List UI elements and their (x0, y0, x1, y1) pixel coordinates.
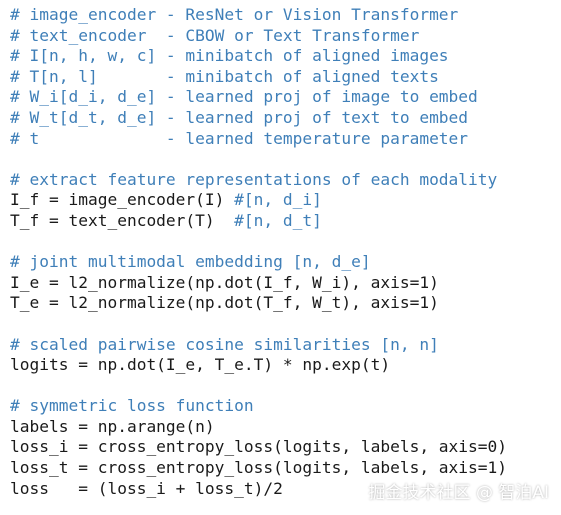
code-line: logits = np.dot(I_e, T_e.T) * np.exp(t) (10, 355, 555, 376)
code-statement: T_f = text_encoder(T) (10, 210, 235, 230)
code-statement: loss_t = cross_entropy_loss(logits, labe… (10, 458, 508, 478)
code-comment: # W_t[d_t, d_e] - learned proj of text t… (10, 107, 469, 127)
code-comment: # I[n, h, w, c] - minibatch of aligned i… (10, 46, 449, 66)
code-statement: I_f = image_encoder(I) (10, 190, 235, 210)
code-line: # I[n, h, w, c] - minibatch of aligned i… (10, 46, 555, 67)
code-statement: loss = (loss_i + loss_t)/2 (10, 478, 283, 498)
code-comment: # t - learned temperature parameter (10, 128, 469, 148)
code-line: I_f = image_encoder(I) #[n, d_i] (10, 190, 555, 211)
code-statement: loss_i = cross_entropy_loss(logits, labe… (10, 437, 508, 457)
code-line (10, 149, 555, 170)
code-line: loss = (loss_i + loss_t)/2 (10, 479, 555, 500)
code-line: # extract feature representations of eac… (10, 170, 555, 191)
code-line: I_e = l2_normalize(np.dot(I_f, W_i), axi… (10, 273, 555, 294)
code-line: # t - learned temperature parameter (10, 129, 555, 150)
code-line: # T[n, l] - minibatch of aligned texts (10, 67, 555, 88)
code-line: T_e = l2_normalize(np.dot(T_f, W_t), axi… (10, 293, 555, 314)
code-comment: # extract feature representations of eac… (10, 169, 498, 189)
code-line (10, 232, 555, 253)
code-statement: logits = np.dot(I_e, T_e.T) * np.exp(t) (10, 355, 391, 375)
code-comment: # W_i[d_i, d_e] - learned proj of image … (10, 87, 478, 107)
watermark: 掘金技术社区 @ 智泊AI (368, 483, 549, 503)
code-line: # W_i[d_i, d_e] - learned proj of image … (10, 87, 555, 108)
code-comment: #[n, d_t] (234, 210, 322, 230)
code-line (10, 376, 555, 397)
code-line (10, 314, 555, 335)
code-comment: # image_encoder - ResNet or Vision Trans… (10, 5, 459, 24)
code-statement: I_e = l2_normalize(np.dot(I_f, W_i), axi… (10, 272, 439, 292)
code-line: # joint multimodal embedding [n, d_e] (10, 252, 555, 273)
code-comment: # T[n, l] - minibatch of aligned texts (10, 66, 439, 86)
code-comment: # joint multimodal embedding [n, d_e] (10, 252, 371, 272)
code-comment: # scaled pairwise cosine similarities [n… (10, 334, 439, 354)
code-statement: labels = np.arange(n) (10, 416, 215, 436)
code-line: # symmetric loss function (10, 396, 555, 417)
code-line: # W_t[d_t, d_e] - learned proj of text t… (10, 108, 555, 129)
code-line: loss_t = cross_entropy_loss(logits, labe… (10, 458, 555, 479)
code-line: T_f = text_encoder(T) #[n, d_t] (10, 211, 555, 232)
code-line: # image_encoder - ResNet or Vision Trans… (10, 5, 555, 26)
code-comment: # text_encoder - CBOW or Text Transforme… (10, 25, 420, 45)
code-comment: # symmetric loss function (10, 396, 254, 416)
code-statement: T_e = l2_normalize(np.dot(T_f, W_t), axi… (10, 293, 439, 313)
code-line: # text_encoder - CBOW or Text Transforme… (10, 26, 555, 47)
code-comment: #[n, d_i] (234, 190, 322, 210)
code-line: labels = np.arange(n) (10, 417, 555, 438)
code-line: loss_i = cross_entropy_loss(logits, labe… (10, 437, 555, 458)
code-line: # scaled pairwise cosine similarities [n… (10, 335, 555, 356)
code-block: # image_encoder - ResNet or Vision Trans… (10, 5, 555, 499)
